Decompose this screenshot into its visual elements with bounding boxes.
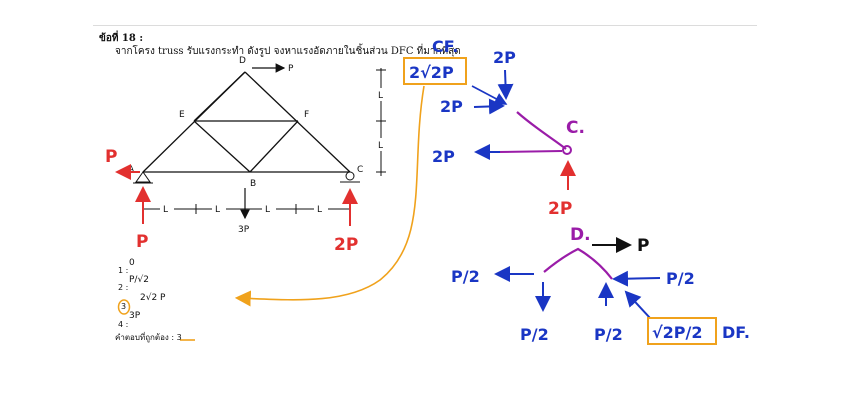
d-fbd-right-in-label: P/2 <box>666 269 695 288</box>
load-label-top: P <box>288 64 294 74</box>
height-label-2: L <box>378 141 383 151</box>
span-label-3: L <box>265 205 270 215</box>
c-fbd-member-cf <box>516 111 567 150</box>
span-label-4: L <box>317 205 322 215</box>
d-fbd-down-mid-label: P/2 <box>594 325 623 344</box>
question-number: ข้อที่ 18 : <box>99 33 144 44</box>
c-fbd-bottom-label: 2P <box>548 199 572 219</box>
df-tag: DF. <box>722 323 750 342</box>
span-label-2: L <box>215 205 220 215</box>
c-fbd-left-label: 2P <box>432 147 455 166</box>
node-label-D: D <box>239 56 246 66</box>
option-4-index: 4 : <box>118 320 129 329</box>
load-label-bottom: 3P <box>238 225 250 235</box>
node-label-E: E <box>179 110 185 120</box>
c-fbd-label: C. <box>566 118 585 138</box>
reaction-left-vertical-label: P <box>136 232 148 252</box>
cf-tag: CF. <box>432 37 458 56</box>
d-fbd-right-label: P <box>637 236 649 256</box>
d-fbd-down-left-label: P/2 <box>520 325 549 344</box>
c-fbd-top-label: 2P <box>493 48 516 67</box>
c-fbd-top-arrow <box>497 69 514 100</box>
answer-connector-curve <box>234 85 425 307</box>
cf-value: 2√2P <box>409 63 454 82</box>
df-value: √2P/2 <box>652 323 703 342</box>
member-FB <box>249 120 299 173</box>
c-fbd-left-top-label: 2P <box>440 97 463 116</box>
d-fbd-label: D. <box>570 225 591 245</box>
c-fbd-joint <box>562 145 572 155</box>
member-EB <box>193 120 251 173</box>
reaction-right-vertical-label: 2P <box>334 235 358 255</box>
node-label-F: F <box>304 110 309 120</box>
option-3-value[interactable]: 2√2 P <box>140 293 166 303</box>
span-label-1: L <box>163 205 168 215</box>
selected-option-circle <box>117 299 131 315</box>
node-label-B: B <box>250 179 256 189</box>
df-value-box <box>647 317 717 345</box>
pin-support <box>133 171 153 184</box>
d-fbd-members <box>543 247 613 280</box>
d-fbd-left-label: P/2 <box>451 267 480 286</box>
cf-value-box <box>403 57 467 85</box>
c-fbd-left-top-arrow <box>473 98 505 115</box>
node-label-A: A <box>128 165 135 175</box>
truss-diagram <box>142 71 351 173</box>
correct-answer: คำตอบที่ถูกต้อง : 3 <box>115 333 182 342</box>
option-1-index: 1 : <box>118 266 129 275</box>
node-label-C: C <box>357 165 363 175</box>
top-divider <box>93 25 757 26</box>
d-fbd-df-arrow <box>624 290 651 319</box>
member-DE <box>193 71 246 122</box>
option-3-index: 3 <box>121 302 127 311</box>
question-text: จากโครง truss รับแรงกระทำ ดังรูป จงหาแรง… <box>115 46 461 57</box>
option-4-value[interactable]: 3P <box>129 311 141 321</box>
c-fbd-member-cb <box>497 150 563 153</box>
option-2-value[interactable]: P/√2 <box>129 275 149 285</box>
option-2-index: 2 : <box>118 283 129 292</box>
option-1-value[interactable]: 0 <box>129 258 135 268</box>
height-dimension <box>376 68 386 176</box>
reaction-left-horizontal-label: P <box>105 147 117 167</box>
height-label-1: L <box>378 91 383 101</box>
roller-support <box>340 171 360 183</box>
d-fbd-right-in-arrow <box>612 270 661 287</box>
cf-direction-arrow <box>471 85 508 105</box>
